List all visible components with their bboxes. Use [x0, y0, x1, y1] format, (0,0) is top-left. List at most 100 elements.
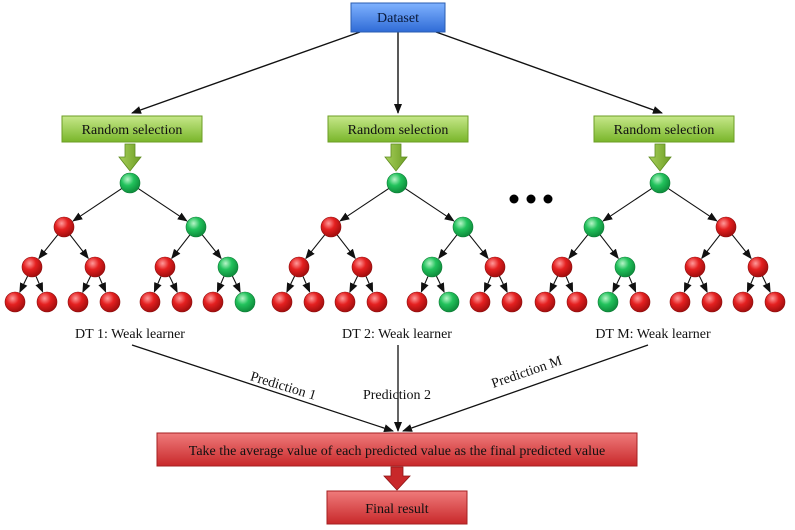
- final-result-label: Final result: [365, 502, 428, 517]
- tree-node-red: [501, 291, 523, 313]
- block-arrow-2: [384, 143, 408, 172]
- weak-learner-label-2: DT 2: Weak learner: [342, 327, 452, 342]
- tree-edge: [35, 275, 44, 293]
- tree-node-red: [484, 256, 506, 278]
- ellipsis-icon: [509, 194, 553, 204]
- tree-edge: [98, 275, 107, 293]
- tree-edge: [468, 234, 489, 260]
- tree-node-green: [649, 172, 671, 194]
- tree-node-green: [119, 172, 141, 194]
- tree-edge: [201, 234, 222, 260]
- tree-edge: [438, 234, 458, 260]
- tree-node-red: [171, 291, 193, 313]
- random-selection-box-2: Random selection: [327, 115, 469, 143]
- arrow-dataset-to-selection-3: [435, 31, 663, 114]
- tree-node-red: [732, 291, 754, 313]
- tree-edge: [565, 275, 574, 293]
- tree-edge: [305, 234, 326, 260]
- tree-edge: [612, 275, 622, 294]
- dataset-box: Dataset: [350, 2, 446, 33]
- tree-edge: [420, 275, 429, 293]
- tree-edge: [683, 275, 692, 293]
- prediction-label-1: Prediction 1: [248, 370, 317, 404]
- tree-node-red: [701, 291, 723, 313]
- tree-edge: [568, 234, 589, 260]
- prediction-arrows: [131, 344, 649, 432]
- prediction-label-2: Prediction 2: [363, 388, 431, 403]
- dataset-label: Dataset: [377, 11, 419, 26]
- tree-edge: [365, 275, 374, 293]
- prediction-label-m: Prediction M: [490, 353, 565, 391]
- final-block-arrow: [383, 466, 411, 491]
- tree-edge: [138, 188, 188, 222]
- tree-node-red: [21, 256, 43, 278]
- tree-node-green: [614, 256, 636, 278]
- tree-node-red: [320, 216, 342, 238]
- tree-node-red: [469, 291, 491, 313]
- tree-edge: [731, 234, 752, 260]
- tree-node-green: [452, 216, 474, 238]
- tree-edge: [435, 275, 445, 294]
- random-selection-box-1: Random selection: [61, 115, 203, 143]
- tree-edge: [339, 188, 389, 222]
- tree-node-red: [84, 256, 106, 278]
- weak-learner-label-m: DT M: Weak learner: [595, 327, 711, 342]
- tree-edge: [602, 188, 652, 222]
- selection-block-arrows: [118, 143, 672, 172]
- random-selection-box-3: Random selection: [593, 115, 735, 143]
- tree-node-red: [551, 256, 573, 278]
- arrow-prediction-1: [131, 344, 394, 432]
- random-selection-label: Random selection: [614, 123, 715, 138]
- tree-node-red: [566, 291, 588, 313]
- tree-node-green: [185, 216, 207, 238]
- tree-edge: [216, 275, 225, 293]
- tree-node-red: [629, 291, 651, 313]
- dataset-arrows: [131, 31, 663, 114]
- tree-node-green: [583, 216, 605, 238]
- tree-edge: [746, 275, 755, 293]
- tree-edge: [761, 275, 771, 294]
- tree-node-red: [288, 256, 310, 278]
- tree-node-red: [139, 291, 161, 313]
- tree-node-red: [684, 256, 706, 278]
- tree-edge: [349, 275, 359, 294]
- tree-node-red: [36, 291, 58, 313]
- tree-node-red: [669, 291, 691, 313]
- arrow-dataset-to-selection-1: [131, 31, 361, 114]
- random-selection-label: Random selection: [82, 123, 183, 138]
- tree-node-green: [386, 172, 408, 194]
- tree-node-green: [234, 291, 256, 313]
- tree-edge: [498, 275, 508, 294]
- tree-edge: [82, 275, 92, 294]
- tree-edge: [72, 188, 122, 222]
- aggregate-label: Take the average value of each predicted…: [189, 444, 605, 459]
- aggregate-box: Take the average value of each predicted…: [156, 432, 638, 467]
- arrow-prediction-m: [402, 344, 649, 432]
- tree-edge: [168, 275, 178, 294]
- random-selection-label: Random selection: [348, 123, 449, 138]
- block-arrow-3: [648, 143, 672, 172]
- tree-node-red: [366, 291, 388, 313]
- decision-tree-3: [534, 172, 786, 313]
- tree-edge: [336, 234, 356, 260]
- tree-edge: [701, 234, 721, 260]
- tree-edge: [231, 275, 241, 294]
- tree-node-green: [597, 291, 619, 313]
- tree-node-red: [303, 291, 325, 313]
- tree-edge: [38, 234, 59, 260]
- decision-trees: [4, 172, 786, 313]
- tree-edge: [698, 275, 708, 294]
- tree-node-red: [534, 291, 556, 313]
- tree-node-green: [421, 256, 443, 278]
- tree-edge: [668, 188, 718, 222]
- tree-edge: [549, 275, 559, 294]
- block-arrow-1: [118, 143, 142, 172]
- weak-learner-label-1: DT 1: Weak learner: [75, 327, 185, 342]
- tree-node-red: [53, 216, 75, 238]
- tree-edge: [19, 275, 29, 294]
- decision-tree-2: [271, 172, 523, 313]
- final-result-box: Final result: [326, 490, 468, 525]
- tree-node-red: [764, 291, 786, 313]
- tree-edge: [483, 275, 492, 293]
